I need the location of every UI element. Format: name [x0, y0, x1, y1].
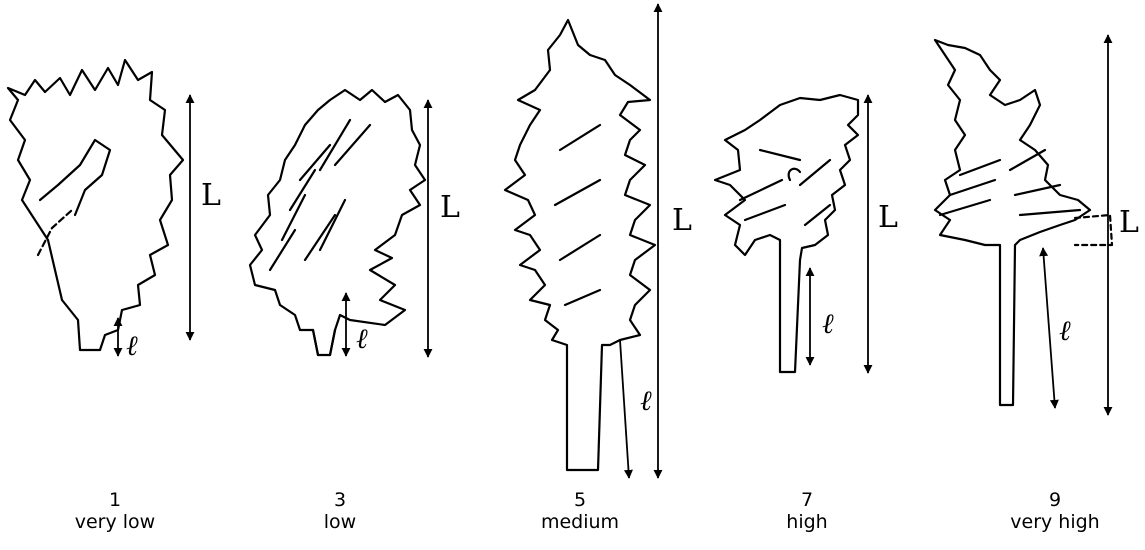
- note-7-score: 7: [727, 489, 887, 511]
- note-1-label: very low: [35, 511, 195, 533]
- leaf-1-total-length-label: L: [201, 178, 221, 213]
- leaf-7-inner-lines: [740, 150, 830, 225]
- leaf-3-petiole: [313, 330, 335, 355]
- note-3-caption: 3 low: [260, 489, 420, 533]
- leaf-3-outline: [250, 90, 425, 355]
- leaf-9-outline: [935, 40, 1090, 405]
- note-9-caption: 9 very high: [975, 489, 1135, 533]
- leaf-7-total-length-label: L: [878, 200, 898, 235]
- note-7-caption: 7 high: [727, 489, 887, 533]
- leaf-3-total-length-label: L: [440, 190, 460, 225]
- leaf-9-petiole-length-label: ℓ: [1059, 314, 1071, 347]
- leaf-1-very-low: [8, 60, 183, 350]
- leaf-3-petiole-length-label: ℓ: [356, 322, 368, 355]
- leaf-7-petiole-length-label: ℓ: [822, 307, 834, 340]
- note-1-caption: 1 very low: [35, 489, 195, 533]
- leaf-5-inner-lines: [555, 125, 600, 305]
- note-9-label: very high: [975, 511, 1135, 533]
- note-5-caption: 5 medium: [500, 489, 660, 533]
- note-9-score: 9: [975, 489, 1135, 511]
- note-3-score: 3: [260, 489, 420, 511]
- leaf-7-arrows: [810, 95, 868, 373]
- leaf-9-dashed-lobe: [1075, 215, 1112, 245]
- leaf-9-very-high: [935, 40, 1112, 405]
- leaf-1-arrows: [118, 95, 190, 356]
- note-5-score: 5: [500, 489, 660, 511]
- leaf-5-total-length-label: L: [672, 203, 692, 238]
- leaf-9-inner-lines: [940, 150, 1080, 215]
- leaf-3-inner-strokes: [270, 120, 370, 270]
- leaf-5-petiole-length-label: ℓ: [640, 384, 652, 417]
- leaf-1-inner-lobe: [40, 140, 110, 215]
- note-7-label: high: [727, 511, 887, 533]
- leaf-5-medium: [505, 20, 655, 470]
- leaf-7-high: [715, 95, 858, 372]
- leaf-9-total-length-label: L: [1119, 205, 1139, 240]
- leaf-7-outline: [715, 95, 858, 372]
- note-5-label: medium: [500, 511, 660, 533]
- leaf-7-lobe: [789, 169, 800, 180]
- leaf-1-petiole-length-label: ℓ: [126, 329, 138, 362]
- note-3-label: low: [260, 511, 420, 533]
- leaf-3-low: [250, 90, 425, 355]
- note-1-score: 1: [35, 489, 195, 511]
- leaf-5-outline: [505, 20, 655, 470]
- leaf-5-arrows: [620, 4, 658, 478]
- leaf-9-arrows: [1043, 35, 1108, 415]
- leaf-1-outline: [8, 60, 183, 350]
